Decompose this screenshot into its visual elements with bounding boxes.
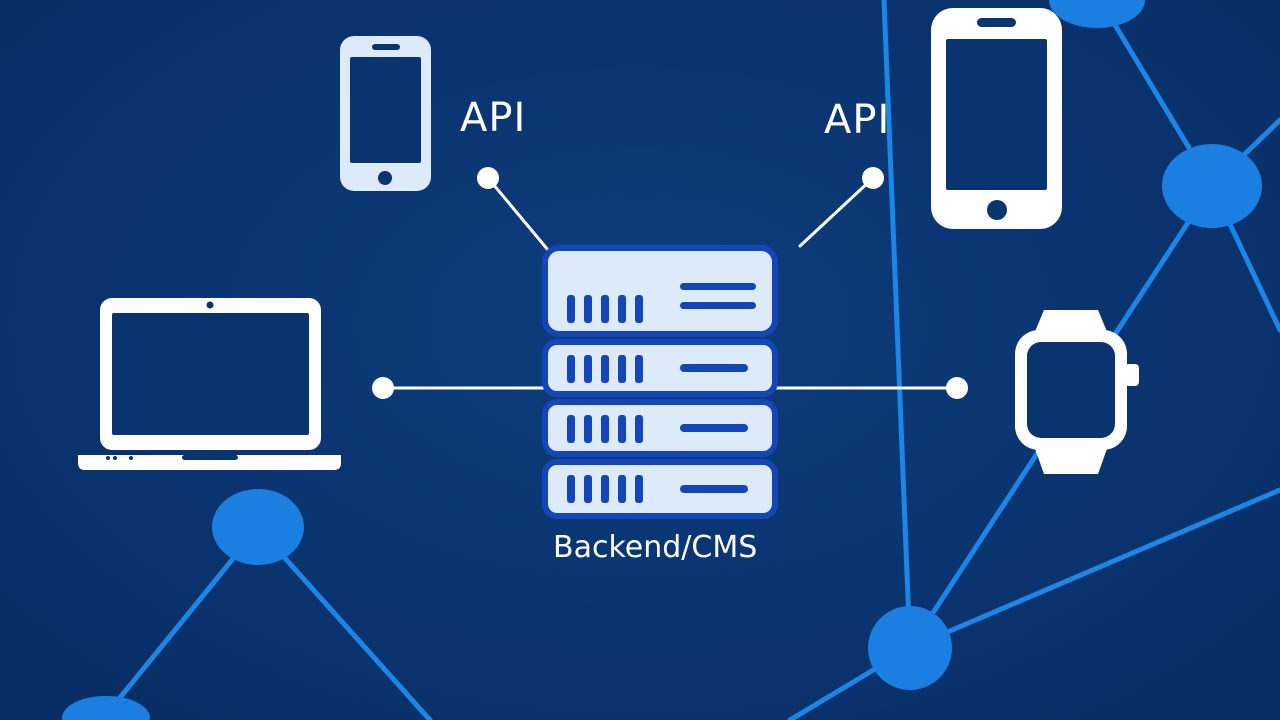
network-nodes [62, 0, 1262, 720]
api-right-dot [862, 167, 884, 189]
server-unit [542, 245, 778, 337]
network-node [868, 606, 952, 690]
backend-cms-label: Backend/CMS [553, 530, 758, 565]
network-edge [255, 525, 433, 720]
network-node [1162, 144, 1262, 228]
server-unit [542, 339, 778, 397]
server-unit [542, 459, 778, 519]
phone-small-icon [340, 36, 431, 191]
network-node [1049, 0, 1145, 28]
server-unit [542, 399, 778, 457]
api-right-connector [798, 176, 875, 248]
api-left-connector [486, 176, 550, 252]
api-label-left: API [460, 95, 527, 141]
network-edge [907, 487, 1280, 651]
laptop-icon [78, 298, 341, 470]
api-label-right: API [824, 97, 891, 143]
network-node [212, 489, 304, 565]
phone-large-icon [931, 8, 1062, 229]
server-stack-icon [542, 245, 778, 519]
api-left-dot [477, 167, 499, 189]
network-edge [881, 0, 913, 651]
watch-connector-dot [946, 377, 968, 399]
laptop-connector-dot [372, 377, 394, 399]
network-node [62, 696, 150, 720]
connector-dots [372, 167, 968, 399]
connector-lines [381, 176, 959, 390]
smartwatch-icon [1015, 310, 1139, 474]
